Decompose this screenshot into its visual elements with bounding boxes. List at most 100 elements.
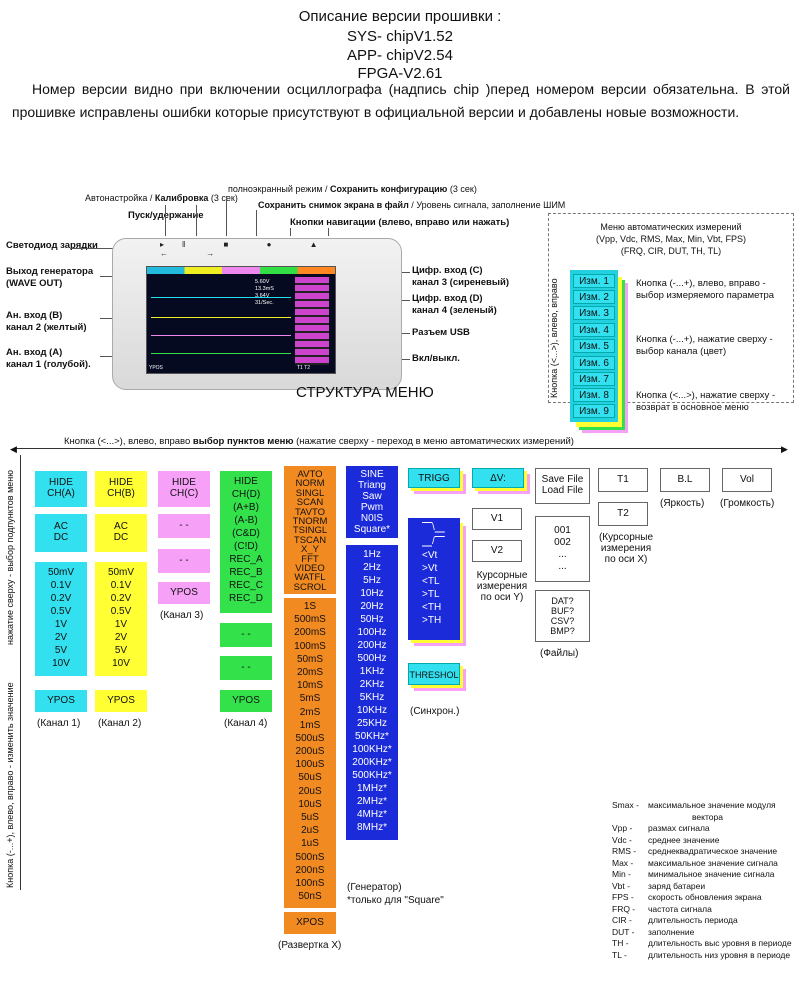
ch3-dash-box[interactable]: - - bbox=[158, 549, 210, 573]
volume-caption: (Громкость) bbox=[720, 498, 775, 509]
measure-item[interactable]: Изм. 6 bbox=[573, 356, 615, 370]
leader-line bbox=[70, 248, 146, 249]
ch4-dash-box[interactable]: - - bbox=[220, 623, 272, 647]
trigger-mode-list[interactable]: ⎺\⎽⎽/⎺<Vt>Vt<TL>TL<TH>TH bbox=[408, 518, 460, 640]
gen-note: *только для "Square" bbox=[347, 895, 444, 906]
auto-menu-title3: (FRQ, CIR, DUT, TH, TL) bbox=[620, 246, 722, 256]
measure-item[interactable]: Изм. 9 bbox=[573, 404, 615, 418]
gen-out-label: Выход генератора bbox=[6, 266, 94, 277]
usb-label: Разъем USB bbox=[412, 327, 470, 338]
trace-ch3 bbox=[151, 335, 291, 336]
v1-box[interactable]: V1 bbox=[472, 508, 522, 530]
leader-line bbox=[398, 272, 410, 273]
leader-line bbox=[398, 359, 410, 360]
t1-box[interactable]: T1 bbox=[598, 468, 648, 492]
trigg-box[interactable]: TRIGG bbox=[408, 468, 460, 488]
leader-line bbox=[256, 210, 257, 236]
auto-menu-side-text: Кнопка (<...>), влево, вправо bbox=[549, 278, 559, 398]
auto-menu-title: Меню автоматических измерений bbox=[600, 222, 742, 232]
ch3-dash-box[interactable]: - - bbox=[158, 514, 210, 538]
nav-buttons-label: Кнопки навигации (влево, вправо или нажа… bbox=[290, 217, 510, 228]
measure-item[interactable]: Изм. 2 bbox=[573, 290, 615, 304]
ch-b-label: Ан. вход (B) bbox=[6, 310, 63, 321]
measure-item[interactable]: Изм. 3 bbox=[573, 306, 615, 320]
sys-version: SYS- chipV1.52 bbox=[347, 28, 453, 45]
ch-a-label: Ан. вход (А) bbox=[6, 347, 63, 358]
ch-c-label: Цифр. вход (C) bbox=[412, 265, 483, 276]
ch-d-label: Цифр. вход (D) bbox=[412, 293, 483, 304]
ch-b-label2: канал 2 (желтый) bbox=[6, 322, 87, 333]
menu-hint: Кнопка (<...>), влево, вправо выбор пунк… bbox=[62, 436, 576, 447]
volume-box[interactable]: Vol bbox=[722, 468, 772, 492]
ch4-ypos-box[interactable]: YPOS bbox=[220, 690, 272, 712]
legend-row: Min -минимальное значение сигнала bbox=[612, 869, 775, 879]
measure-item[interactable]: Изм. 4 bbox=[573, 323, 615, 337]
screenshot-label: Сохранить снимок экрана в файл / Уровень… bbox=[258, 200, 566, 210]
ch4-caption: (Канал 4) bbox=[224, 718, 268, 729]
t2-box[interactable]: T2 bbox=[598, 502, 648, 526]
trace-ch1 bbox=[151, 297, 291, 298]
threshold-box[interactable]: THRESHOL bbox=[408, 663, 460, 685]
v2-box[interactable]: V2 bbox=[472, 540, 522, 562]
device-buttons-row: ▸‖ ■ ● ▲ ← → bbox=[160, 240, 336, 258]
legend-row: CIR -длительность периода bbox=[612, 915, 738, 925]
ch1-ypos-box[interactable]: YPOS bbox=[35, 690, 87, 712]
leader-line bbox=[398, 300, 410, 301]
fpga-version: FPGA-V2.61 bbox=[357, 65, 443, 81]
left-axis-top-text: нажатие сверху - выбор подпунктов меню bbox=[5, 470, 15, 645]
ch-a-label2: канал 1 (голубой). bbox=[6, 359, 91, 370]
file-type-list[interactable]: DAT?BUF?CSV?BMP? bbox=[535, 590, 590, 642]
menu-hint-arrow bbox=[14, 448, 784, 449]
arrow-left-icon: ◀ bbox=[10, 444, 17, 454]
ch3-ypos-box[interactable]: YPOS bbox=[158, 582, 210, 604]
legend-row: RMS -среднеквадратическое значение bbox=[612, 846, 778, 856]
ch-d-label2: канал 4 (зеленый) bbox=[412, 305, 497, 316]
files-caption: (Файлы) bbox=[540, 648, 579, 659]
screen-t-marks: T1 T2 bbox=[297, 365, 310, 371]
ch2-ypos-box[interactable]: YPOS bbox=[95, 690, 147, 712]
trace-ch2 bbox=[151, 317, 291, 318]
legend-row: Vbt -заряд батареи bbox=[612, 880, 706, 891]
intro-paragraph: Номер версии видно при включении осцилло… bbox=[12, 81, 790, 120]
delta-v-box[interactable]: ΔV: bbox=[472, 468, 524, 488]
legend-row: TL -длительность низ уровня в периоде bbox=[612, 949, 791, 960]
arrow-right-icon: ▶ bbox=[781, 444, 788, 454]
measure-item[interactable]: Изм. 8 bbox=[573, 388, 615, 402]
measure-item[interactable]: Изм. 1 bbox=[573, 274, 615, 288]
measure-item[interactable]: Изм. 7 bbox=[573, 372, 615, 386]
auto-menu-title2: (Vpp, Vdc, RMS, Max, Min, Vbt, FPS) bbox=[595, 234, 747, 244]
leader-line bbox=[226, 196, 227, 236]
trigger-caption: (Синхрон.) bbox=[410, 706, 460, 717]
legend-row: Vpp -размах сигнала bbox=[612, 823, 710, 833]
auto-note-2: Кнопка (-...+), нажатие сверху -выбор ка… bbox=[636, 334, 773, 357]
leader-line bbox=[328, 228, 329, 236]
leader-line bbox=[290, 228, 291, 236]
backlight-box[interactable]: B.L bbox=[660, 468, 710, 492]
sweep-xpos-box[interactable]: XPOS bbox=[284, 912, 336, 934]
measure-item[interactable]: Изм. 5 bbox=[573, 339, 615, 353]
left-axis-line bbox=[20, 455, 21, 890]
legend-row: FPS -скорость обновления экрана bbox=[612, 892, 762, 902]
legend-row: FRQ -частота сигнала bbox=[612, 903, 712, 914]
ch-c-label2: канал 3 (сиреневый) bbox=[412, 277, 510, 288]
ch4-dash-box[interactable]: - - bbox=[220, 656, 272, 680]
firmware-title: Описание версии прошивки : bbox=[298, 8, 502, 25]
legend-row: Smax -максимальное значение модуля bbox=[612, 800, 776, 810]
